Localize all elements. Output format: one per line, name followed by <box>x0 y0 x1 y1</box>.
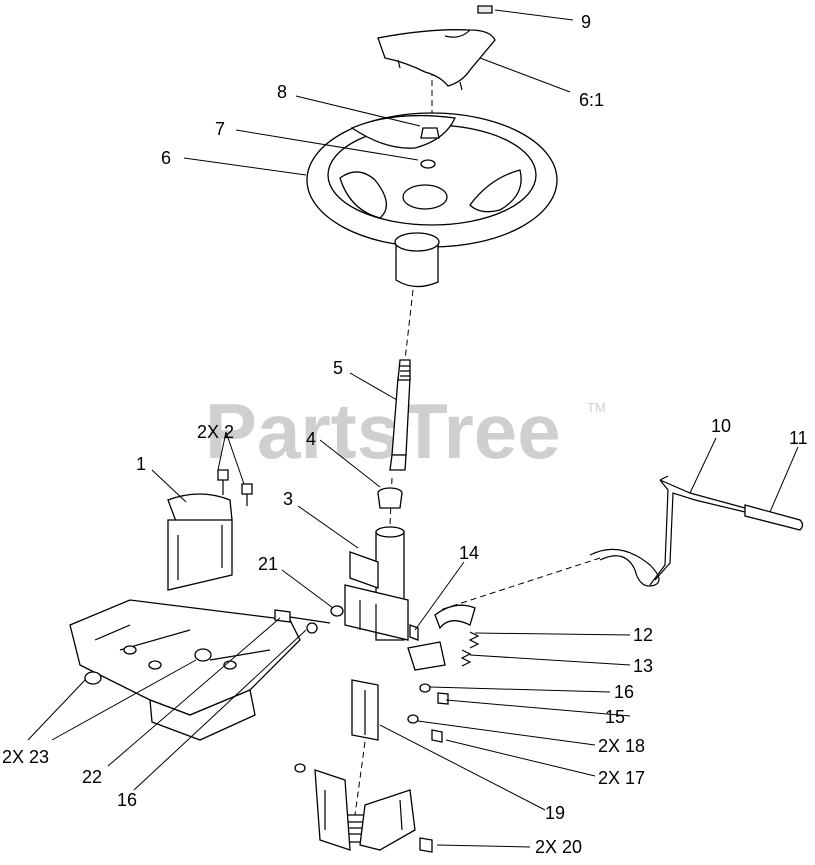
bolt-21-part <box>274 609 331 624</box>
callout-2x-20: 2X 20 <box>535 837 582 857</box>
axis-line-upper <box>404 289 414 361</box>
bolt-20-part <box>419 837 433 853</box>
callout-7: 7 <box>215 119 225 139</box>
callout-9: 9 <box>581 12 591 32</box>
callout-15: 15 <box>605 707 625 727</box>
spring-13-part <box>460 649 472 667</box>
bracket-13-part <box>407 641 446 671</box>
steering-column-part <box>344 526 409 641</box>
callout-2x-2: 2X 2 <box>197 422 234 442</box>
cap-emblem-part <box>477 5 493 14</box>
washer-16-part-right <box>419 683 431 693</box>
nut-23-part-a <box>84 671 102 685</box>
washer-18-part <box>407 714 419 724</box>
callout-5: 5 <box>333 358 343 378</box>
leader-lines <box>27 9 799 848</box>
lever-link-line <box>439 557 601 611</box>
callout-12: 12 <box>633 625 653 645</box>
watermark-trademark: TM <box>587 400 606 415</box>
bolt-15-part <box>437 692 449 705</box>
frame-plate-part <box>69 599 301 741</box>
callout-4: 4 <box>306 429 316 449</box>
callout-11: 11 <box>789 428 808 448</box>
screw-part-b <box>241 483 253 506</box>
lower-bracket-part <box>314 769 416 851</box>
callout-2x-17: 2X 17 <box>598 768 645 788</box>
washer-lower-part <box>294 763 306 773</box>
washer-part <box>420 159 436 169</box>
nut-23-part-b <box>194 648 212 662</box>
watermark-text: PartsTree <box>205 387 561 475</box>
screw-part-a <box>217 469 229 495</box>
callout-10: 10 <box>711 416 731 436</box>
lever-grip-part <box>744 504 804 531</box>
wheel-cover-part <box>377 29 496 91</box>
callout-22: 22 <box>82 767 102 787</box>
nut-22-part <box>330 605 344 617</box>
lower-shaft-part <box>343 679 379 843</box>
callout-2x-23: 2X 23 <box>2 747 49 767</box>
bushing-part <box>377 487 403 509</box>
lever-part <box>589 475 746 587</box>
spring-12-part <box>468 631 480 649</box>
callout-13: 13 <box>633 656 653 676</box>
callout-14: 14 <box>459 543 479 563</box>
callout-6-1: 6:1 <box>579 90 604 110</box>
bolt-17-part <box>431 729 443 743</box>
callout-8: 8 <box>277 82 287 102</box>
callout-21: 21 <box>258 554 278 574</box>
callout-16-left: 16 <box>117 790 137 810</box>
pivot-plate-part <box>434 604 476 630</box>
steering-wheel-part <box>306 112 558 288</box>
callout-1: 1 <box>136 454 146 474</box>
callout-3: 3 <box>283 489 293 509</box>
callout-16-right: 16 <box>614 682 634 702</box>
callout-2x-18: 2X 18 <box>598 736 645 756</box>
callout-6: 6 <box>161 148 171 168</box>
washer-16-part-left <box>306 622 318 634</box>
callout-19: 19 <box>545 803 565 823</box>
bracket-part <box>167 493 233 591</box>
nut-part <box>420 127 440 139</box>
steering-shaft-part <box>389 359 411 471</box>
